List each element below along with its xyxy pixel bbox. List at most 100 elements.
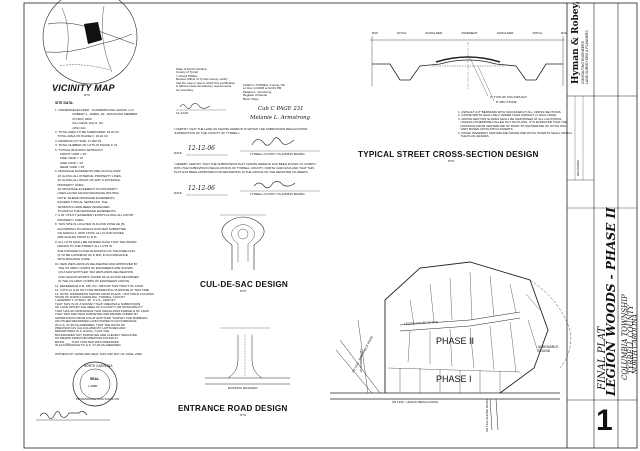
site-data-line: KILL DEVIL HILLS, NC bbox=[55, 122, 104, 126]
site-plan-figure bbox=[330, 261, 572, 431]
planning-date-label-2: DATE bbox=[174, 191, 182, 195]
site-data-line: WITH BUILDING CODE. bbox=[55, 258, 91, 262]
cross-section-note: 3. CROSS-SECTION SLOPES SHALL BE MAINTAI… bbox=[458, 116, 562, 121]
sheet-border bbox=[23, 2, 638, 449]
revisions-header: REVISIONS bbox=[576, 159, 580, 176]
seal-number: L-2880 bbox=[88, 384, 98, 388]
review-officer-line: I, Cheryl Phillips bbox=[176, 73, 198, 78]
seal-middle-text: SEAL bbox=[90, 377, 100, 381]
site-data-line: ON MARCH 3, 2006. NOTE: ALL FLOOD ZONES bbox=[55, 231, 124, 235]
site-data-line: 13. NOTE: WATERMAIN SHOWN FROM PLANS - N… bbox=[55, 293, 154, 297]
planning-role-2: TYRRELL COUNTY PLANNING BOARD bbox=[250, 192, 305, 196]
cross-section-label: PAVEMENT bbox=[461, 31, 478, 35]
site-data-line: TOTAL AREA OF PHASE II: 18.20 AC bbox=[55, 135, 108, 139]
cross-section-note: 1. ASPHALT & 8" BERMUDA WITH SHOULDER AT… bbox=[458, 110, 562, 114]
cul-de-sac-scale: NTS bbox=[240, 289, 246, 293]
review-officer-date: 12-14-06 bbox=[176, 111, 189, 115]
planning-date-1: 12-12-06 bbox=[188, 145, 215, 152]
surveyor-cert-line: IN ACCORDANCE TO G.S. 47-30 AS AMENDED. bbox=[55, 343, 122, 348]
register-signature: Melanie L. Armstrong bbox=[250, 115, 311, 121]
site-data-line: EXCEED TYPICAL SETBACKS, THE bbox=[55, 201, 108, 205]
vicinity-map-title: VICINITY MAP bbox=[52, 83, 115, 93]
planning-cert-2-line1: I HEREBY CERTIFY THAT THE SUBDIVISION PL… bbox=[174, 162, 317, 166]
cross-section-label: R/W bbox=[372, 31, 378, 35]
cross-section-label: SHOULDER bbox=[496, 31, 514, 35]
site-data-line: ON A MAP ENTITLED "404 WETLANDS DELINEAT… bbox=[55, 271, 133, 275]
site-data-line: 10. NEW WETLANDS AS DELINEATED AND APPRO… bbox=[55, 262, 138, 266]
site-data-line: SETBACKS HAVE BEEN INCREASED bbox=[55, 205, 110, 209]
surveyor-cert-line: W/ G.S. 47-30 AS AMENDED; THAT THE RATIO… bbox=[55, 322, 126, 327]
site-data-line: 11. REFERENCE D.B. 186, PG. 138 FOR THIS… bbox=[55, 284, 144, 288]
site-data-line: SIDE YARD = 10' bbox=[55, 157, 84, 161]
surveyor-cert-line: OR OTHER RECORDED LAND DIVIDED IN ACCORD… bbox=[55, 319, 137, 324]
firm-name: Hyman & Robey, PC bbox=[571, 0, 581, 84]
surveyor-cert-line: BK/PG ___. THAT THIS MAP WAS PREPARED bbox=[55, 339, 119, 344]
register-line: Melanie L. Armstrong bbox=[243, 89, 272, 94]
cross-section-note: UNLESS OTHERWISE CALLED OUT ON PLANS. IT… bbox=[458, 120, 568, 125]
planning-cert-1-line2: JURISDICTION OF THE COUNTY OF TYRRELL. bbox=[174, 131, 241, 135]
entrance-road-title: ENTRANCE ROAD DESIGN bbox=[178, 404, 288, 413]
site-data-line: SIDE YARD = 10' bbox=[55, 161, 84, 165]
site-data-line: 8. THIS SITE IS LOCATED IN FLOOD ZONE AE… bbox=[55, 223, 126, 227]
cul-de-sac-title: CUL-DE-SAC DESIGN bbox=[200, 280, 289, 289]
vicinity-map-figure bbox=[42, 0, 138, 85]
surveyor-signature bbox=[39, 411, 88, 419]
site-data-line: 1. OWNER/DEVELOPER: SCARBOROUGH GROUP, L… bbox=[55, 109, 134, 112]
site-data-line: PO BOX 3099 bbox=[55, 117, 92, 121]
site-data-line: 3. MINIMUM LOT SIZE: 17,000 SF bbox=[55, 139, 102, 143]
cross-section-label: DITCH bbox=[397, 31, 407, 35]
site-data-line: REAR YARD = 25' bbox=[55, 166, 85, 170]
site-data-line: 9. ALL LOTS SHALL BE GRADED SUCH THAT TH… bbox=[55, 240, 137, 244]
planning-date-label-1: DATE bbox=[174, 151, 182, 155]
state-label: NORTH CAROLINA bbox=[632, 313, 639, 374]
title-block-lines bbox=[566, 3, 637, 448]
site-data-line: THE FINISHED FLOOR ELEVATION OF THE DWEL… bbox=[55, 249, 135, 253]
cross-section-note: 4. FINISH PAVEMENT CENTERLINE GRADE AND … bbox=[458, 130, 572, 135]
site-data-line: ACCORDING TO FEMA FLOOD MAP SUBMITTED bbox=[55, 227, 127, 231]
cross-section-scale: NTS bbox=[448, 159, 454, 163]
cross-section-figure bbox=[370, 36, 565, 102]
surveyor-cert-line: THAT HAS AN ORDINANCE THAT REGULATES PAR… bbox=[55, 308, 150, 313]
site-data-line: TO MATCH THE DRAINAGE EASEMENTS. bbox=[55, 209, 117, 213]
review-officer-signature bbox=[179, 103, 211, 109]
surveyor-cert-line: BOUNDARIES NOT SURVEYED ARE CLEARLY INDI… bbox=[55, 332, 138, 337]
planning-role-1: TYRRELL COUNTY PLANNING BOARD bbox=[250, 152, 305, 156]
site-data-line: THE US ARMY CORPS OF ENGINEERS ARE SHOWN bbox=[55, 267, 133, 271]
site-data-line: ARE SCALED FROM F.I.R.M. bbox=[55, 236, 98, 240]
site-data-line: NOTE: WHERE DRAINAGE EASEMENTS bbox=[55, 196, 115, 200]
site-data-line: ROBERT L. JAMES, JR., MANAGING MEMBER bbox=[55, 113, 138, 117]
seal-top-text: NORTH CAROLINA bbox=[84, 364, 113, 368]
cross-section-note: 2. STONE WIDTH SHALL BE 2' WIDER THAN AS… bbox=[458, 113, 557, 118]
planning-signature-2 bbox=[253, 181, 296, 189]
sheet-number: 1 bbox=[596, 404, 613, 437]
surveyor-cert-line: DEPARTURES IS 1:10,000+; THAT THE bbox=[55, 329, 110, 334]
planning-date-2: 12-12-06 bbox=[188, 185, 215, 192]
cross-section-title: TYPICAL STREET CROSS-SECTION DESIGN bbox=[358, 150, 539, 159]
pavement-note: 2" TYPE SF 9.5A ASPHALT bbox=[490, 95, 527, 99]
cross-section-notes: 1. ASPHALT & 8" BERMUDA WITH SHOULDER AT… bbox=[458, 110, 572, 139]
site-data-line: 2. TOTAL AREA TO BE SUBDIVIDED: 18.20 AC bbox=[55, 130, 120, 134]
west-road-label: ETHERIDGE RD bbox=[359, 349, 363, 372]
site-data-line: LINES ALONG MAJOR DRAINAGE ROUTES. bbox=[55, 192, 120, 196]
review-officer-line: Review Officer of Tyrrell County, certif… bbox=[176, 77, 228, 82]
site-location-mark bbox=[84, 22, 102, 44]
site-data-line: 20' ALONG ALL RIGHT-OF-WAY & EXTERNAL bbox=[55, 179, 121, 183]
site-data-line: FOR LEGION WOODS" DATED 06-11-03 AND REC… bbox=[55, 275, 139, 279]
existing-roadway-label: EXISTING ROADWAY bbox=[228, 386, 259, 390]
surveyor-cert-line: PRECISION AS CALCULATED BY LATITUDES AND bbox=[55, 325, 126, 330]
site-data-line: 4. TOTAL NUMBER OF LOTS IN PHASE II: 21 bbox=[55, 144, 118, 148]
surveyor-cert-line: THAT THIS MAP WAS SURVEYED AND DRAWN UND… bbox=[55, 312, 139, 317]
phase-2-label: PHASE II bbox=[436, 336, 475, 346]
planning-signature-1 bbox=[251, 137, 295, 146]
cross-section-note: DISTANCE FROM CENTERLINE OF ROAD TO CENT… bbox=[458, 123, 568, 128]
site-data-line: PROPERTY LINES. bbox=[55, 218, 85, 222]
surveyor-cert-line: I, EDWARD T. HYMAN, JR., P.L.S., CERTIFY bbox=[55, 298, 116, 303]
firm-subtitle-2: LAND SURVEYORS & PLANNERS bbox=[585, 30, 589, 84]
vicinity-circle bbox=[42, 0, 138, 85]
site-data-line: DRAINS TO THE STREET. ALL LOTS IN bbox=[55, 245, 113, 249]
